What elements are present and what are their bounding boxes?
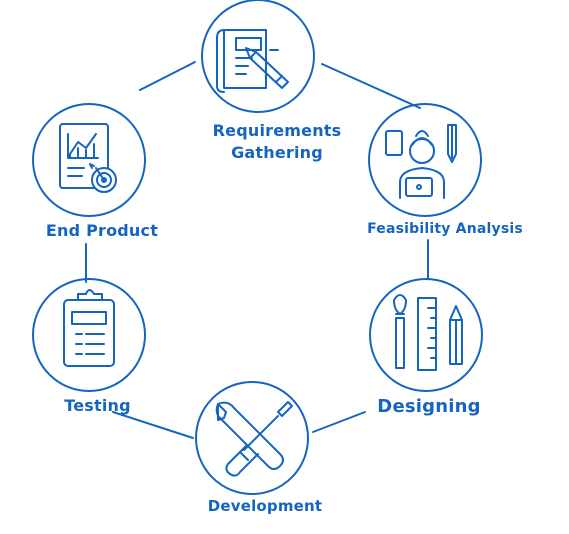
stage-circle [195,381,309,495]
stage-feasibility [368,103,482,217]
stage-label-line: Requirements [212,121,342,140]
stage-development [195,381,309,495]
stage-label-end-product: End Product [45,221,159,240]
stage-label-designing: Designing [377,396,481,417]
chart-target-report-icon [59,123,117,193]
cycle-connectors [85,61,429,439]
stage-label-testing: Testing [64,396,131,415]
analyst-at-laptop-icon [385,124,457,199]
connector-line [312,411,366,433]
connector-line [321,63,421,109]
stage-end-product [32,103,146,217]
clipboard-icon [63,289,115,367]
connector-line [139,61,196,91]
stage-label-development: Development [207,497,323,515]
connector-line [112,411,194,439]
design-tools-icon [393,294,463,371]
stage-label-feasibility: Feasibility Analysis [367,221,523,237]
wrench-screwdriver-icon [215,401,293,477]
blueprint-pencil-icon [216,29,289,93]
stage-circle [201,0,315,113]
stage-circle [368,103,482,217]
stage-testing [32,278,146,392]
stage-label-requirements: Requirements Gathering [188,120,366,164]
stage-designing [369,278,483,392]
stage-requirements [201,0,315,113]
stage-circle [32,278,146,392]
stage-circle [369,278,483,392]
stage-label-line: Gathering [231,143,323,162]
stage-circle [32,103,146,217]
